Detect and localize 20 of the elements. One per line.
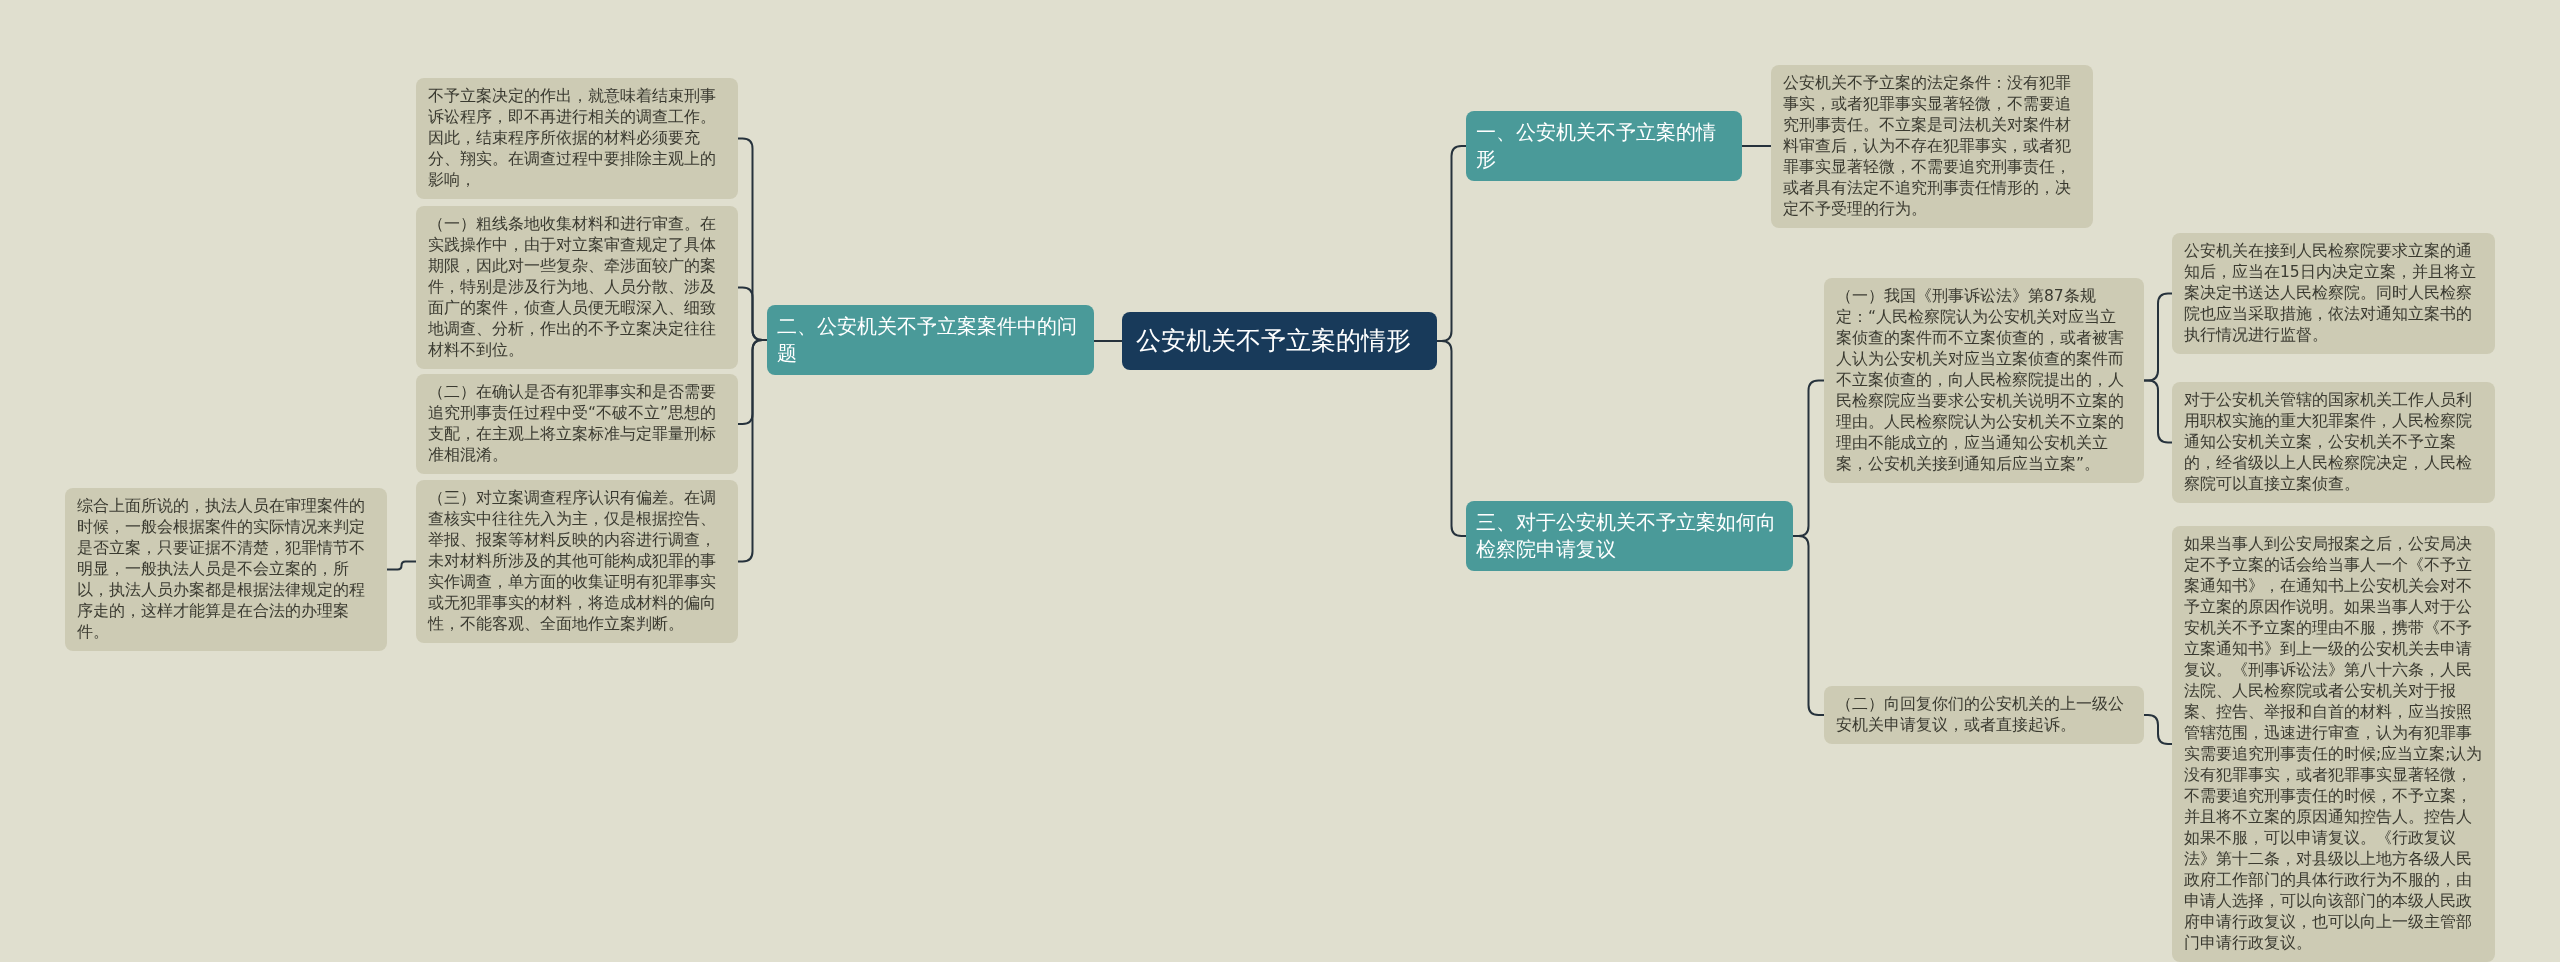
topic-box: 三、对于公安机关不予立案如何向检察院申请复议 [1466, 501, 1793, 571]
topic-box: 二、公安机关不予立案案件中的问题 [767, 305, 1094, 375]
connector-line [2143, 379, 2173, 444]
note-box: （三）对立案调查程序认识有偏差。在调查核实中往往先入为主，仅是根据控告、举报、报案等材料反映的内容进行调查，未对材料所涉及的其他可能构成犯罪的事实作调查，单方面的收集证明有犯罪事实或无犯罪事实的材料，将造成材料的偏向性，不能客观、全面地作立案判断。 [416, 480, 738, 643]
note-box: 对于公安机关管辖的国家机关工作人员利用职权实施的重大犯罪案件，人民检察院通知公安机关立案，公安机关不予立案的，经省级以上人民检察院决定，人民检察院可以直接立案侦查。 [2172, 382, 2495, 503]
note-box: 综合上面所说的，执法人员在审理案件的时候，一般会根据案件的实际情况来判定是否立案，只要证据不清楚，犯罪情节不明显，一般执法人员是不会立案的，所以，执法人员办案都是根据法律规定的程序走的，这样才能算是在合法的办理案件。 [65, 488, 387, 651]
note-box: （一）我国《刑事诉讼法》第87条规定：“人民检察院认为公安机关对应当立案侦查的案件而不立案侦查的，或者被害人认为公安机关对应当立案侦查的案件而不立案侦查的，向人民检察院提出的，人民检察院应当要求公安机关说明不立案的理由。人民检察院认为公安机关不立案的理由不能成立的，应当通知公安机关立案，公安机关接到通知后应当立案”。 [1824, 278, 2144, 483]
note-box: 如果当事人到公安局报案之后，公安局决定不予立案的话会给当事人一个《不予立案通知书》，在通知书上公安机关会对不予立案的原因作说明。如果当事人对于公安机关不予立案的理由不服，携带《不予立案通知书》到上一级的公安机关去申请复议。《刑事诉讼法》第八十六条，人民法院、人民检察院或者公安机关对于报案、控告、举报和自首的材料，应当按照管辖范围，迅速进行审查，认为有犯罪事实需要追究刑事责任的时候;应当立案;认为没有犯罪事实，或者犯罪事实显著轻微，不需要追究刑事责任的时候，不予立案，并且将不立案的原因通知控告人。控告人如果不服，可以申请复议。《行政复议法》第十二条，对县级以上地方各级人民政府工作部门的具体行政行为不服的，由申请人选择，可以向该部门的本级人民政府申请行政复议，也可以向上一级主管部门申请行政复议。 [2172, 526, 2495, 962]
note-box: 公安机关不予立案的法定条件：没有犯罪事实，或者犯罪事实显著轻微，不需要追究刑事责任。不立案是司法机关对案件材料审查后，认为不存在犯罪事实，或者犯罪事实显著轻微，不需要追究刑事责任，或者具有法定不追究刑事责任情形的，决定不予受理的行为。 [1771, 65, 2093, 228]
note-box: 不予立案决定的作出，就意味着结束刑事诉讼程序，即不再进行相关的调查工作。因此，结束程序所依据的材料必须要充分、翔实。在调查过程中要排除主观上的影响， [416, 78, 738, 199]
connector-line [386, 560, 417, 571]
central-topic-box: 公安机关不予立案的情形 [1122, 312, 1437, 370]
note-box: （二）向回复你们的公安机关的上一级公安机关申请复议，或者直接起诉。 [1824, 686, 2144, 744]
note-box: （二）在确认是否有犯罪事实和是否需要追究刑事责任过程中受“不破不立”思想的支配，在主观上将立案标准与定罪量刑标准相混淆。 [416, 374, 738, 474]
connector-line [1741, 145, 1772, 147]
topic-box: 一、公安机关不予立案的情形 [1466, 111, 1742, 181]
connector-line [2143, 714, 2173, 745]
note-box: 公安机关在接到人民检察院要求立案的通知后，应当在15日内决定立案，并且将立案决定书送达人民检察院。同时人民检察院也应当采取措施，依法对通知立案书的执行情况进行监督。 [2172, 233, 2495, 354]
note-box: （一）粗线条地收集材料和进行审查。在实践操作中，由于对立案审查规定了具体期限，因此对一些复杂、牵涉面较广的案件，特别是涉及行为地、人员分散、涉及面广的案件，侦查人员便无暇深入、细致地调查、分析，作出的不予立案决定往往材料不到位。 [416, 206, 738, 369]
connector-line [1093, 340, 1123, 342]
